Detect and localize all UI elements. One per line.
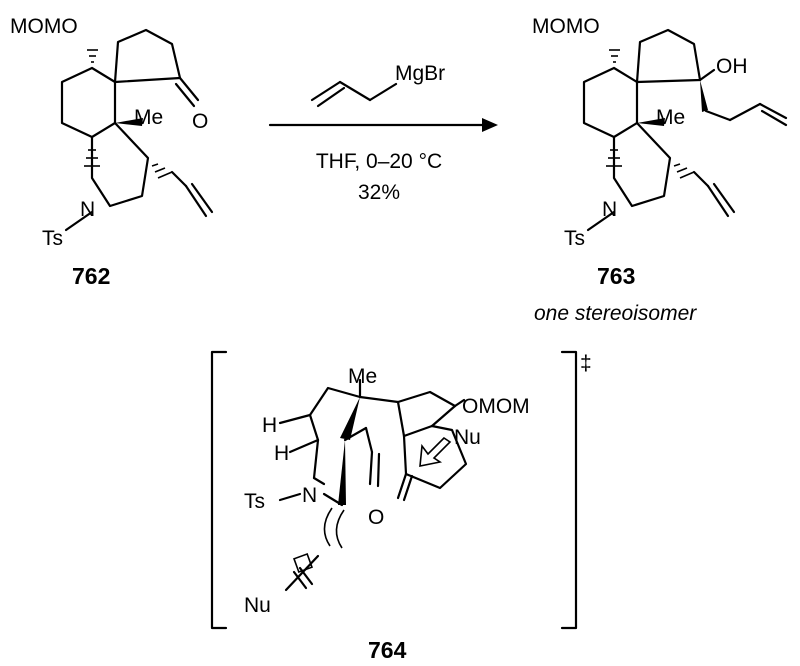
product-hydroxyl-label: OH <box>716 55 748 78</box>
transition-state-764-structure <box>278 378 468 592</box>
grignard-reagent-label: MgBr <box>395 62 445 85</box>
sm-nitrogen-label: N <box>80 198 95 221</box>
compound-763-label: 763 <box>597 263 635 289</box>
compound-762-label: 762 <box>72 263 110 289</box>
product-mom-label: MOMO <box>532 15 600 38</box>
compound-762-structure <box>60 28 214 232</box>
ts-nucleophile-top: Nu <box>454 426 481 449</box>
ts-nucleophile-bottom: Nu <box>244 594 271 617</box>
product-nitrogen-label: N <box>602 198 617 221</box>
product-tosyl-label: Ts <box>564 227 585 250</box>
product-methyl-label: Me <box>656 106 685 129</box>
sm-methyl-label: Me <box>134 106 163 129</box>
reaction-yield: 32% <box>358 181 400 204</box>
allyl-group-drawing <box>310 80 398 108</box>
sm-carbonyl-oxygen-label: O <box>192 110 208 133</box>
compound-763-structure <box>582 28 788 232</box>
ts-tosyl-label: Ts <box>244 490 265 513</box>
product-stereo-note: one stereoisomer <box>534 302 697 325</box>
ts-nitrogen-label: N <box>302 484 317 507</box>
transition-state-brackets <box>210 350 578 630</box>
ts-hydrogen-1: H <box>262 414 277 437</box>
reaction-conditions: THF, 0–20 °C <box>316 150 442 173</box>
ts-methyl-label: Me <box>348 365 377 388</box>
double-dagger-symbol: ‡ <box>580 352 592 375</box>
compound-764-label: 764 <box>368 637 407 663</box>
ts-carbonyl-oxygen-label: O <box>368 506 384 529</box>
ts-hydrogen-2: H <box>274 442 289 465</box>
ts-mom-label: OMOM <box>462 395 530 418</box>
sm-mom-label: MOMO <box>10 15 78 38</box>
reaction-arrow <box>268 118 498 132</box>
sm-tosyl-label: Ts <box>42 227 63 250</box>
